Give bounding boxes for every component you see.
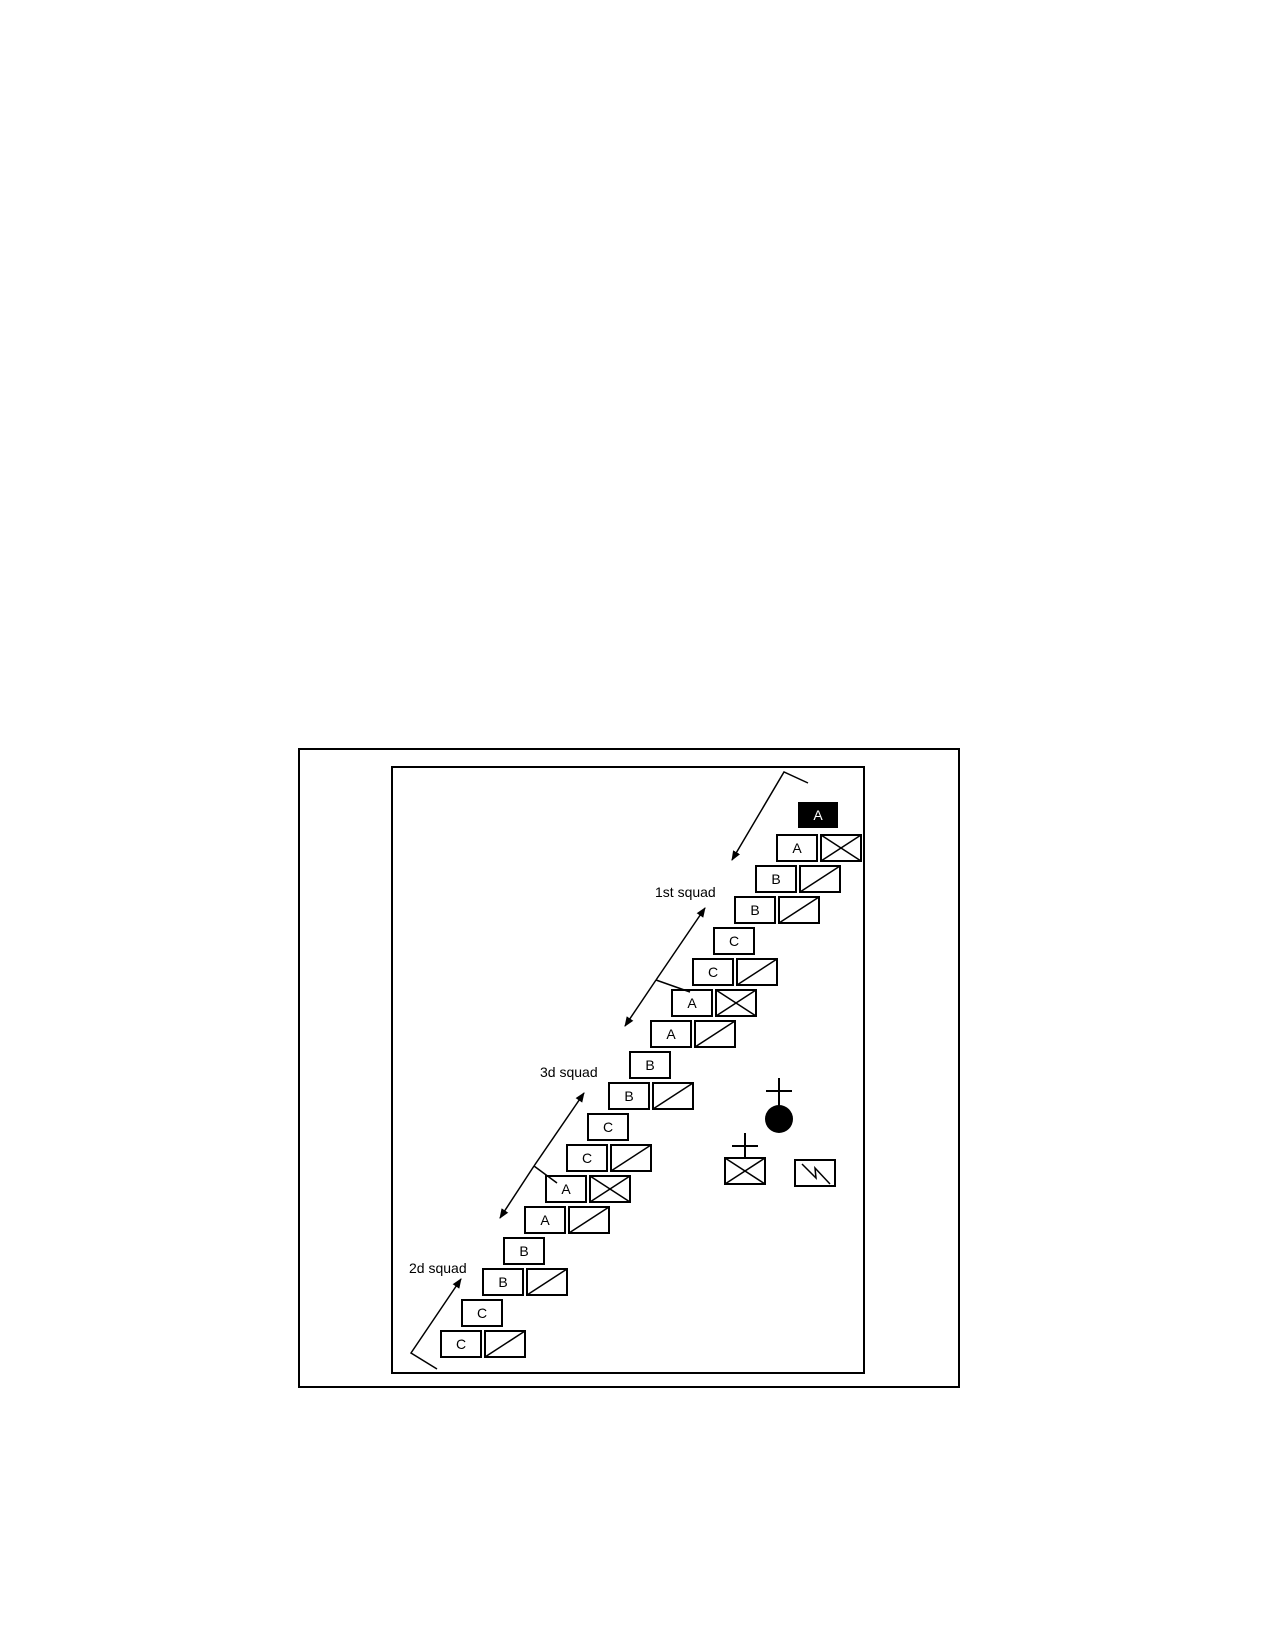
slashed-weapon-box [778, 896, 820, 924]
squad3-label: 3d squad [540, 1064, 598, 1080]
fire-team-box: B [503, 1237, 545, 1265]
team-leader-box: A [798, 802, 838, 828]
slashed-weapon-box [799, 865, 841, 893]
fire-team-box: A [545, 1175, 587, 1203]
svg-text:C: C [603, 1119, 613, 1135]
squad2-rear-arrow [409, 1278, 462, 1370]
slashed-weapon-box [652, 1082, 694, 1110]
svg-text:A: A [666, 1026, 676, 1042]
squad2-span-arrow [499, 1092, 585, 1219]
svg-text:C: C [456, 1336, 466, 1352]
figure-frame [298, 748, 960, 1388]
fire-team-box: B [608, 1082, 650, 1110]
svg-text:C: C [708, 964, 718, 980]
fire-team-box: B [755, 865, 797, 893]
fire-team-box: B [482, 1268, 524, 1296]
fire-team-box: A [671, 989, 713, 1017]
slashed-weapon-box [526, 1268, 568, 1296]
svg-text:B: B [771, 871, 780, 887]
diagram-panel [391, 766, 865, 1374]
fire-team-box: B [629, 1051, 671, 1079]
hq-crossed-box-icon [724, 1133, 766, 1185]
squad3-span-arrow [624, 907, 706, 1027]
fire-team-box: A [524, 1206, 566, 1234]
svg-text:B: B [624, 1088, 633, 1104]
svg-text:A: A [792, 840, 802, 856]
squad2-label: 2d squad [409, 1260, 467, 1276]
svg-text:C: C [477, 1305, 487, 1321]
svg-text:B: B [519, 1243, 528, 1259]
fire-team-box: A [650, 1020, 692, 1048]
leader-dot-cross-icon [765, 1078, 793, 1133]
squad1-span-arrow [731, 771, 809, 861]
fire-team-box: C [566, 1144, 608, 1172]
svg-text:A: A [687, 995, 697, 1011]
crossed-weapon-box [589, 1175, 631, 1203]
svg-text:C: C [582, 1150, 592, 1166]
squad1-label: 1st squad [655, 884, 716, 900]
svg-text:C: C [729, 933, 739, 949]
fire-team-box: A [776, 834, 818, 862]
slashed-weapon-box [484, 1330, 526, 1358]
fire-team-box: C [713, 927, 755, 955]
fire-team-box: C [440, 1330, 482, 1358]
slashed-weapon-box [568, 1206, 610, 1234]
slashed-weapon-box [610, 1144, 652, 1172]
svg-text:A: A [813, 807, 823, 823]
fire-team-box: C [692, 958, 734, 986]
svg-text:B: B [498, 1274, 507, 1290]
slashed-weapon-box [736, 958, 778, 986]
svg-text:B: B [750, 902, 759, 918]
svg-text:A: A [561, 1181, 571, 1197]
fire-team-box: C [587, 1113, 629, 1141]
slashed-weapon-box [694, 1020, 736, 1048]
fire-team-box: B [734, 896, 776, 924]
crossed-weapon-box [820, 834, 862, 862]
svg-text:A: A [540, 1212, 550, 1228]
crossed-weapon-box [715, 989, 757, 1017]
radio-lightning-box-icon [794, 1159, 836, 1187]
fire-team-box: C [461, 1299, 503, 1327]
svg-text:B: B [645, 1057, 654, 1073]
